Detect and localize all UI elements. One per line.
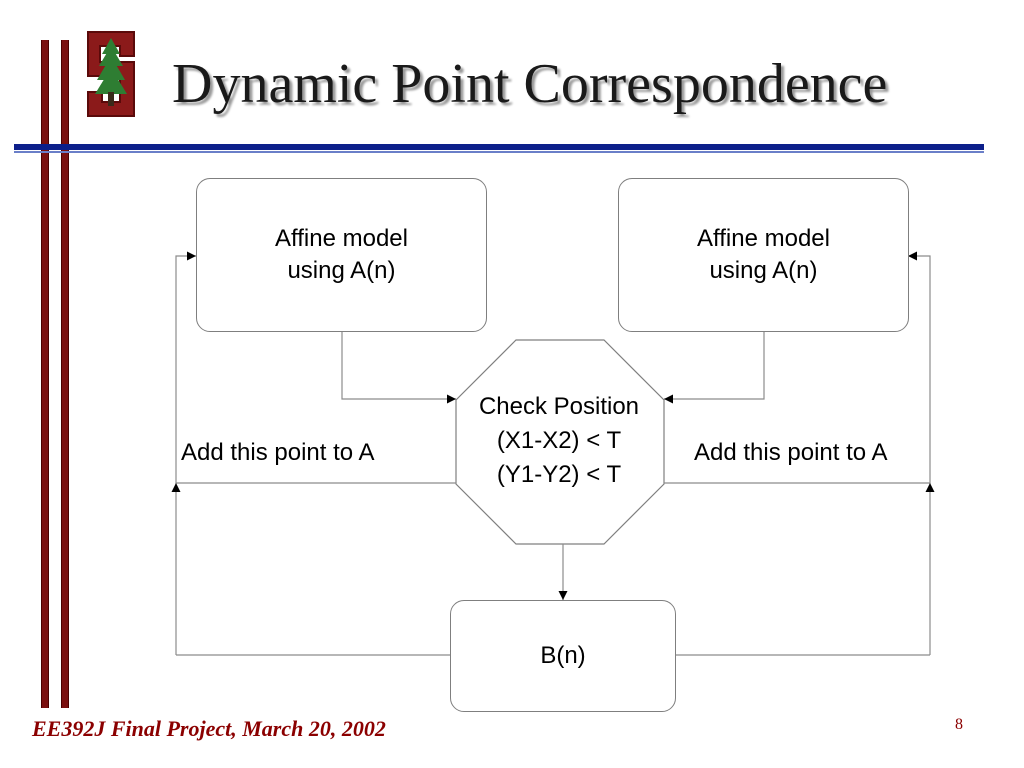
output-label: B(n) (540, 642, 586, 669)
footer-text: EE392J Final Project, March 20, 2002 (32, 716, 386, 741)
affine-model-right-box: Affine model using A(n) (618, 178, 909, 332)
connector-affine-right-to-check (664, 331, 765, 404)
title-rule-shadow (14, 151, 984, 153)
affine-model-left-box: Affine model using A(n) (196, 178, 487, 332)
output-box: B(n) (450, 600, 676, 712)
slide-title: Dynamic Point Correspondence (172, 53, 888, 115)
add-point-right-label: Add this point to A (694, 439, 888, 466)
add-point-left-label: Add this point to A (181, 439, 375, 466)
affine-model-left-label: Affine model using A(n) (275, 225, 408, 284)
connector-loop-right (908, 251, 931, 483)
left-accent-bar (41, 40, 49, 708)
left-accent-bar (61, 40, 69, 708)
affine-model-right-label: Affine model using A(n) (697, 225, 830, 284)
connector-loop-left (175, 251, 196, 483)
check-position-octagon (455, 339, 665, 545)
connector-affine-left-to-check (341, 331, 456, 404)
stanford-logo-icon (87, 31, 135, 117)
check-position-label: Check Position (X1-X2) < T (Y1-Y2) < T (478, 393, 640, 488)
title-rule (14, 144, 984, 150)
page-number: 8 (955, 716, 963, 733)
